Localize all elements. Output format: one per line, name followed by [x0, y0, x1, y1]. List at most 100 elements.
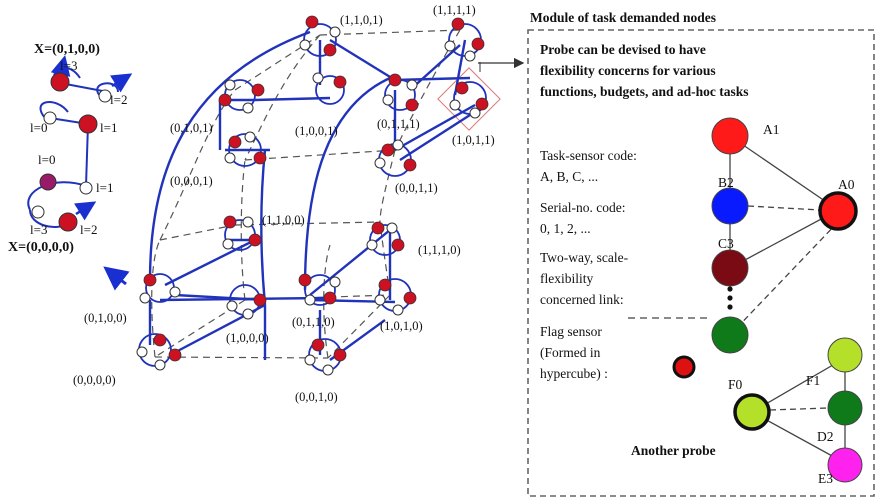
node-red — [251, 83, 265, 97]
node-white — [382, 94, 394, 106]
node-white — [449, 99, 461, 111]
cube-link — [329, 38, 396, 82]
module-header: Module of task demanded nodes — [530, 10, 716, 25]
node-white — [329, 26, 341, 38]
vertex-label: (0,0,0,0) — [73, 373, 116, 387]
probe-label-f1: F1 — [806, 373, 820, 388]
cube-link — [174, 293, 266, 302]
node-white — [139, 292, 151, 304]
probe-ellipsis-dot — [727, 286, 733, 292]
l-label: l=0 — [30, 120, 47, 135]
node-red — [323, 291, 337, 305]
node-red — [391, 238, 405, 252]
small-link — [85, 123, 89, 187]
legend-two-way-3: concerned link: — [540, 292, 624, 307]
node-white — [304, 354, 316, 366]
node-white — [366, 239, 378, 251]
hypercube: (1,1,0,1) (1,1,1,1) (0,1,0,1) (1,0,0,1) … — [73, 3, 495, 404]
node-red — [475, 97, 489, 111]
l-label: l=1 — [96, 180, 113, 195]
l-label: l=1 — [100, 120, 117, 135]
small-example-diagram: X=(0,1,0,0) X=(0,0,0,0) l=3 l=2 l=0 l=1 … — [8, 42, 133, 255]
probe-node-e3 — [827, 447, 863, 483]
small-node-white — [98, 89, 112, 103]
node-white — [392, 304, 404, 316]
vertex-label: (0,0,0,1) — [170, 174, 213, 188]
x-bottom-label: X=(0,0,0,0) — [8, 240, 74, 255]
small-node-red — [58, 212, 78, 232]
probe-label-e3: E3 — [818, 471, 833, 486]
probe-label-c3: C3 — [718, 236, 734, 251]
node-red — [333, 348, 347, 362]
node-white — [322, 364, 334, 376]
node-white — [154, 359, 166, 371]
node-white — [304, 294, 316, 306]
vertex-label: (0,1,0,1) — [170, 121, 213, 135]
probe-label-d2: D2 — [817, 429, 834, 444]
probe-text-line-3: functions, budgets, and ad-hoc tasks — [540, 84, 749, 99]
node-red — [405, 98, 419, 112]
probe-node-f1 — [827, 337, 863, 373]
cube-link — [409, 44, 461, 91]
selected-module-highlight — [437, 67, 501, 131]
node-red — [378, 278, 392, 292]
node-white — [312, 72, 324, 84]
node-red — [253, 151, 267, 165]
probe-label-b2: B2 — [718, 175, 734, 190]
probe-link-a1-a0 — [729, 135, 839, 211]
node-red — [403, 158, 417, 172]
node-red — [298, 273, 312, 287]
vertex-label: (0,1,1,1) — [377, 117, 420, 131]
node-red — [333, 75, 347, 89]
legend-task-sensor-1: Task-sensor code: — [540, 148, 637, 163]
probe-node-d2 — [827, 390, 863, 426]
vertex-label: (0,1,1,0) — [292, 315, 335, 329]
vertex-label: (1,1,0,1) — [340, 13, 383, 27]
node-red — [311, 338, 325, 352]
l-label: l=3 — [30, 222, 47, 237]
probe-text-line-1: Probe can be devised to have — [540, 42, 706, 57]
node-white — [136, 346, 148, 358]
small-loop — [39, 100, 69, 119]
cube-link — [309, 229, 391, 296]
node-white — [169, 286, 181, 298]
probe-node-b2 — [711, 187, 749, 225]
cube-edge-dashed — [154, 356, 329, 359]
small-node-red — [78, 114, 98, 134]
vertex-label: (1,1,1,0) — [418, 243, 461, 257]
node-red — [371, 221, 385, 235]
node-red — [223, 215, 237, 229]
node-white — [406, 79, 418, 91]
node-red — [248, 233, 262, 247]
node-red — [228, 135, 242, 149]
small-arrow — [73, 201, 97, 221]
probe-module-box — [527, 29, 875, 497]
node-white — [374, 294, 386, 306]
probe-ellipsis-dot — [727, 295, 733, 301]
vertex-label: (0,0,1,0) — [295, 390, 338, 404]
cube-edge-dashed — [244, 149, 396, 161]
probe-text-line-2: flexibility concerns for various — [540, 63, 716, 78]
node-red — [305, 15, 319, 29]
probe-ellipsis-dot — [727, 304, 733, 310]
cube-link — [148, 30, 311, 281]
node-white — [299, 39, 311, 51]
node-red — [323, 43, 337, 57]
vertex-label: (1,1,0,0) — [262, 213, 305, 227]
small-node-red — [50, 72, 70, 92]
small-arrow — [109, 73, 133, 93]
probe-link-b2-a0 — [747, 205, 821, 211]
cube-edge-dashed — [240, 159, 246, 301]
cube-edge-dashed — [151, 239, 161, 358]
node-red — [388, 73, 402, 87]
node-white — [329, 276, 341, 288]
cube-link — [260, 149, 267, 306]
l-label: l=2 — [110, 92, 127, 107]
node-white — [224, 79, 236, 91]
legend-flag-2: (Formed in — [540, 345, 601, 360]
legend-flag-3: hypercube) : — [540, 366, 608, 381]
node-red — [403, 291, 417, 305]
vertex-label: (1,0,0,0) — [226, 331, 269, 345]
vertex-label: (1,0,1,0) — [380, 319, 423, 333]
probe-label-f0: F0 — [728, 377, 743, 392]
